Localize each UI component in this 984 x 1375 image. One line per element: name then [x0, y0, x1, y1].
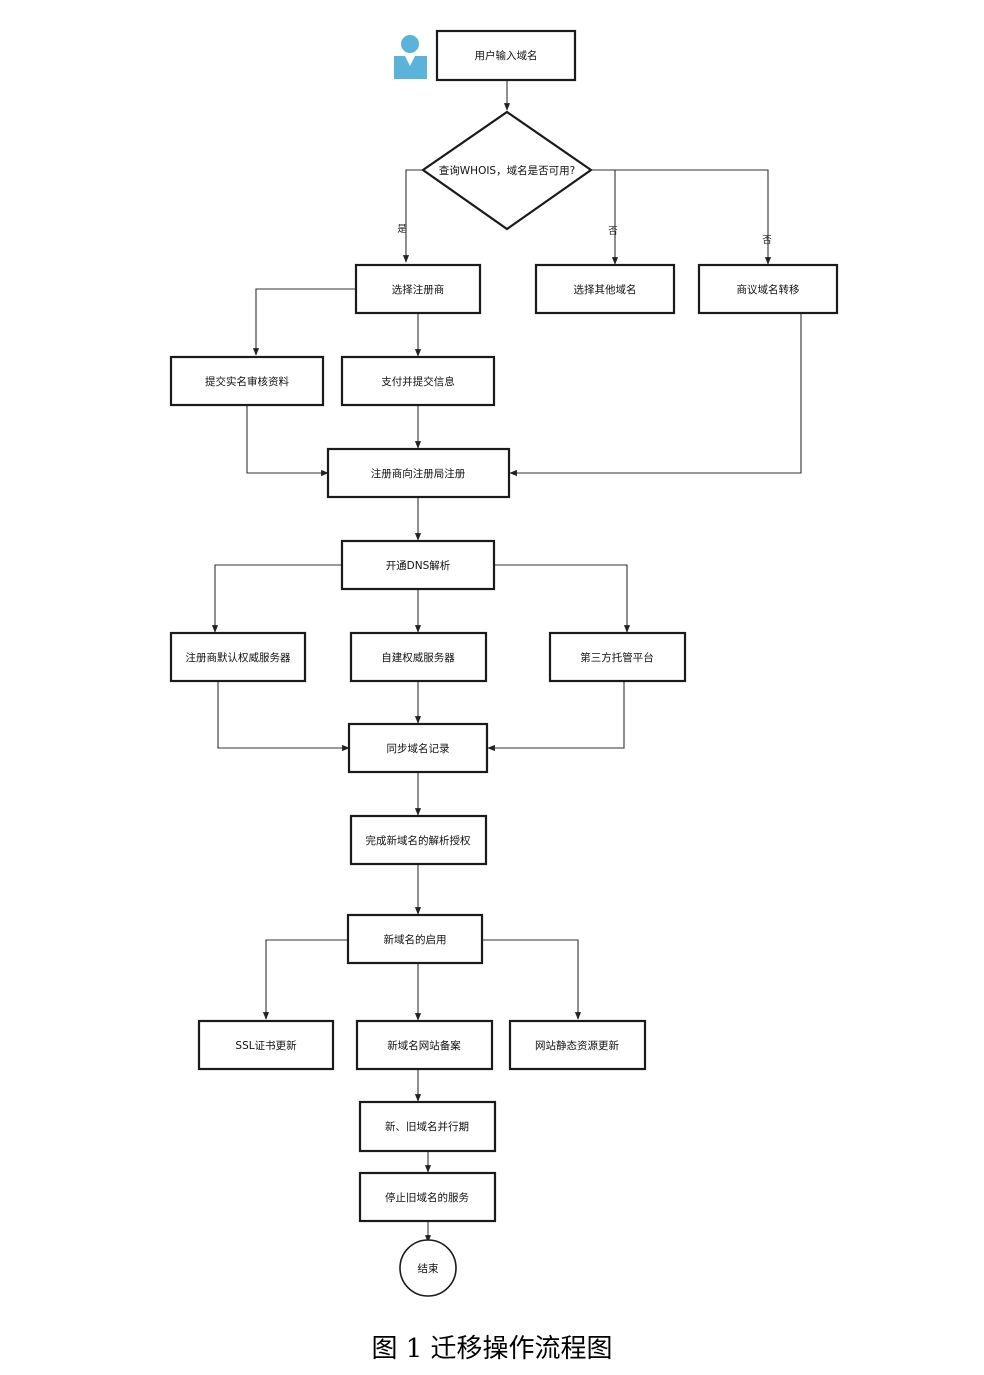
- edge-enable-static: [483, 939, 582, 1020]
- node-default-auth-label: 注册商默认权威服务器: [186, 651, 291, 664]
- node-enable-new-label: 新域名的启用: [384, 933, 447, 946]
- edge-whois-no-transfer: [591, 169, 772, 265]
- node-complete-auth: 完成新域名的解析授权: [349, 814, 488, 866]
- node-pay-submit-label: 支付并提交信息: [381, 375, 455, 388]
- edge-label-no-transfer: 否: [762, 235, 772, 246]
- figure-caption: 图 1 迁移操作流程图: [371, 1334, 613, 1364]
- node-sync-records-label: 同步域名记录: [387, 742, 450, 755]
- node-choose-registrar-label: 选择注册商: [392, 283, 445, 296]
- node-third-party: 第三方托管平台: [548, 631, 687, 683]
- node-registrar-register-label: 注册商向注册局注册: [371, 467, 466, 480]
- node-self-auth: 自建权威服务器: [349, 631, 488, 683]
- node-choose-other: 选择其他域名: [534, 263, 676, 315]
- edge-whois-no-other: [591, 169, 619, 265]
- edge-dns-third: [495, 564, 631, 633]
- edge-whois-yes: [402, 169, 423, 263]
- user-icon: [394, 35, 427, 79]
- node-choose-registrar: 选择注册商: [354, 263, 482, 315]
- edge-third-sync: [487, 681, 625, 752]
- node-whois-label: 查询WHOIS，域名是否可用?: [439, 164, 575, 177]
- node-default-auth: 注册商默认权威服务器: [169, 631, 307, 683]
- node-static-update-label: 网站静态资源更新: [535, 1039, 619, 1052]
- node-parallel-label: 新、旧域名并行期: [385, 1120, 469, 1133]
- node-stop-old-label: 停止旧域名的服务: [385, 1191, 469, 1204]
- node-choose-other-label: 选择其他域名: [574, 283, 637, 296]
- node-registrar-register: 注册商向注册局注册: [326, 447, 511, 499]
- edges: [211, 80, 802, 1243]
- node-submit-realname-label: 提交实名审核资料: [205, 375, 289, 388]
- node-sync-records: 同步域名记录: [347, 722, 489, 774]
- edge-enable-ssl: [262, 939, 348, 1020]
- edge-realname-register: [246, 405, 329, 477]
- edge-label-no-other: 否: [608, 226, 618, 237]
- node-parallel-period: 新、旧域名并行期: [358, 1100, 497, 1153]
- node-negotiate-label: 商议域名转移: [737, 283, 800, 296]
- node-stop-old: 停止旧域名的服务: [358, 1171, 497, 1223]
- edge-label-yes: 是: [397, 224, 407, 235]
- node-third-party-label: 第三方托管平台: [580, 651, 654, 664]
- edge-default-sync: [217, 681, 350, 752]
- node-negotiate-transfer: 商议域名转移: [697, 263, 839, 315]
- node-start-label: 用户输入域名: [475, 49, 538, 62]
- edge-transfer-register: [509, 313, 802, 477]
- node-end-label: 结束: [418, 1262, 439, 1275]
- edge-registrar-realname: [252, 288, 356, 356]
- node-pay-submit: 支付并提交信息: [340, 355, 496, 407]
- node-icp-filing-label: 新域名网站备案: [387, 1039, 461, 1052]
- node-enable-dns: 开通DNS解析: [340, 539, 496, 591]
- node-static-update: 网站静态资源更新: [508, 1019, 647, 1071]
- node-end: 结束: [399, 1239, 457, 1297]
- node-self-auth-label: 自建权威服务器: [381, 651, 455, 664]
- node-enable-new: 新域名的启用: [346, 913, 484, 965]
- node-start: 用户输入域名: [435, 29, 577, 82]
- node-whois-decision: 查询WHOIS，域名是否可用?: [421, 110, 593, 231]
- node-complete-auth-label: 完成新域名的解析授权: [366, 834, 471, 847]
- node-icp-filing: 新域名网站备案: [355, 1019, 494, 1071]
- node-enable-dns-label: 开通DNS解析: [386, 559, 451, 572]
- edge-dns-default: [211, 564, 342, 633]
- node-submit-realname: 提交实名审核资料: [169, 355, 325, 407]
- node-ssl-update: SSL证书更新: [197, 1019, 335, 1071]
- node-ssl-update-label: SSL证书更新: [235, 1039, 297, 1052]
